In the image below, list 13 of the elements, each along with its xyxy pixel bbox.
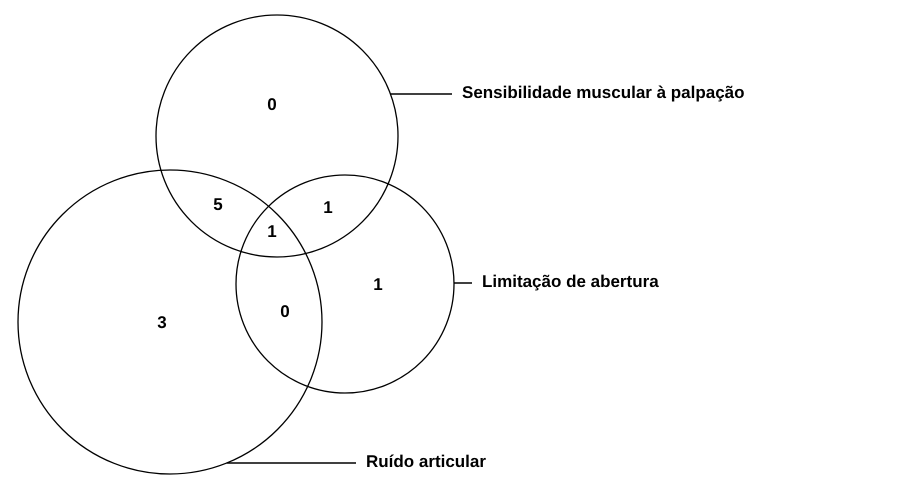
leader-line bbox=[226, 462, 356, 464]
count-label: 0 bbox=[280, 302, 290, 322]
count-label: 1 bbox=[323, 198, 333, 218]
count-label: 3 bbox=[157, 313, 167, 333]
count-label: 1 bbox=[267, 222, 277, 242]
set-label: Sensibilidade muscular à palpação bbox=[462, 83, 744, 103]
leader-line bbox=[390, 93, 452, 95]
set-label: Ruído articular bbox=[366, 452, 486, 472]
count-label: 0 bbox=[267, 95, 277, 115]
set-label: Limitação de abertura bbox=[482, 272, 659, 292]
leader-line bbox=[454, 282, 472, 284]
count-label: 5 bbox=[213, 195, 223, 215]
count-label: 1 bbox=[373, 275, 383, 295]
